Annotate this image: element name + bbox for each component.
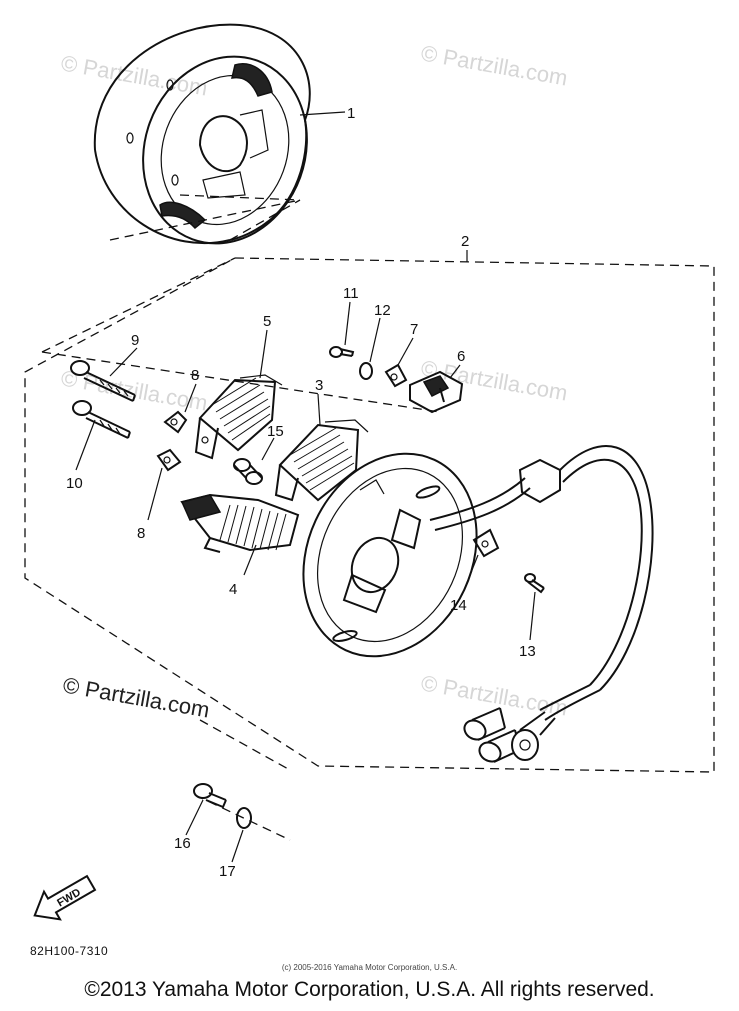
lighting-coil-4 — [180, 493, 300, 553]
callout-8-upper: 8 — [191, 367, 199, 384]
callout-1: 1 — [347, 105, 355, 122]
callout-2: 2 — [461, 233, 469, 250]
drawing-code: 82H100-7310 — [30, 944, 109, 958]
callout-6: 6 — [457, 348, 465, 365]
clamp-7 — [384, 363, 408, 388]
lead-wire-harness — [429, 445, 654, 763]
small-copyright: (c) 2005-2016 Yamaha Motor Corporation, … — [281, 963, 458, 972]
spacer-15 — [233, 458, 263, 485]
callout-3: 3 — [315, 377, 323, 394]
alignment-line — [41, 351, 441, 413]
callout-16: 16 — [174, 835, 191, 852]
washer-17 — [236, 807, 252, 829]
watermark-visible: © Partzilla.com — [61, 672, 211, 722]
screw-16 — [193, 783, 227, 809]
callout-17: 17 — [219, 863, 236, 880]
screw-13 — [524, 573, 545, 594]
pickup-6 — [409, 370, 464, 414]
callout-14: 14 — [450, 597, 467, 614]
washer-12 — [359, 362, 373, 380]
callout-7: 7 — [410, 321, 418, 338]
screw-10 — [72, 400, 131, 439]
callout-9: 9 — [131, 332, 139, 349]
callout-15: 15 — [267, 423, 284, 440]
screw-9 — [70, 360, 136, 402]
watermark-faint: © Partzilla.com — [419, 40, 569, 90]
alignment-line — [199, 719, 291, 771]
clamp-8-lower — [156, 448, 182, 472]
fwd-arrow-icon: FWD — [33, 874, 97, 921]
callout-8-lower: 8 — [137, 525, 145, 542]
stator-assembly-outline — [24, 257, 715, 773]
callout-13: 13 — [519, 643, 536, 660]
flywheel-rotor — [93, 23, 311, 245]
callout-12: 12 — [374, 302, 391, 319]
callout-4: 4 — [229, 581, 237, 598]
callout-5: 5 — [263, 313, 271, 330]
callout-10: 10 — [66, 475, 83, 492]
pulser-coil-3 — [274, 419, 369, 502]
watermark-faint: © Partzilla.com — [419, 670, 569, 720]
footer-copyright: ©2013 Yamaha Motor Corporation, U.S.A. A… — [84, 978, 655, 1001]
callout-11: 11 — [343, 285, 359, 302]
screw-11 — [329, 346, 355, 358]
clamp-8-upper — [163, 410, 188, 434]
alignment-line — [41, 257, 236, 353]
watermark-faint: © Partzilla.com — [59, 50, 209, 100]
charge-coil-5 — [194, 374, 283, 460]
clip-14 — [472, 528, 500, 558]
